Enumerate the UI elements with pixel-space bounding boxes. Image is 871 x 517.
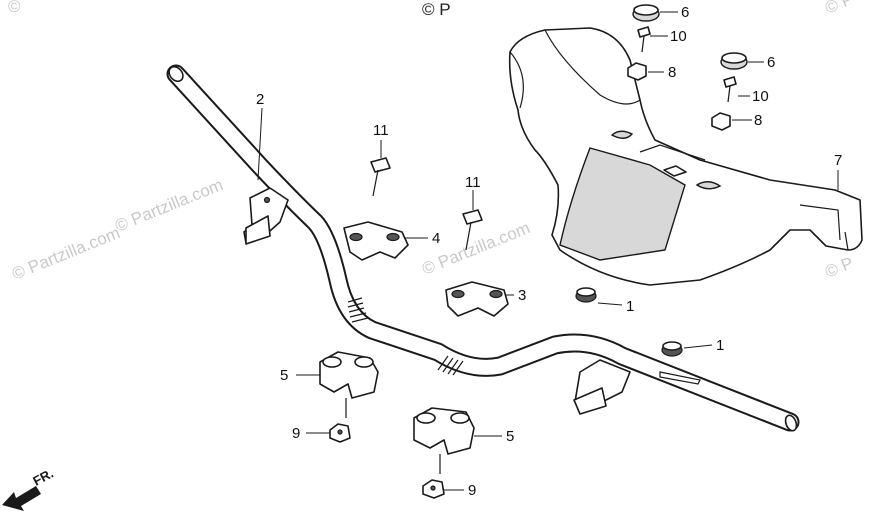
upper-holder-top [343, 221, 409, 261]
collar-8-top [627, 62, 647, 81]
grommet-1-upper [575, 287, 597, 303]
callout-10-top: 10 [670, 28, 687, 45]
callout-7: 7 [834, 152, 842, 169]
cap-6-top [632, 4, 660, 22]
callout-9-right: 9 [468, 482, 476, 499]
callout-6-top: 6 [681, 4, 689, 21]
callout-8-top: 8 [668, 64, 676, 81]
knurled-band-right [437, 355, 464, 376]
handlebar-cover [508, 27, 863, 286]
callout-11-left: 11 [373, 122, 389, 139]
callout-4: 4 [432, 230, 440, 247]
watermark-mid-left: © Partzilla.com [112, 175, 225, 236]
nut-9-left [329, 423, 351, 443]
arrow-down-left-icon [2, 486, 41, 511]
handlebar-right-clamp [573, 359, 701, 415]
callout-11-right: 11 [465, 174, 481, 191]
handlebar-left-bracket [243, 187, 289, 245]
lower-holder-left [319, 351, 379, 418]
front-direction-indicator: FR. [2, 466, 56, 511]
grommet-1-lower [661, 341, 683, 357]
front-label: FR. [30, 466, 56, 489]
cap-6-right [720, 52, 748, 70]
callout-2: 2 [256, 91, 264, 108]
watermark-center: © Partzilla.com [419, 218, 532, 279]
lower-holder-right [413, 407, 475, 474]
watermark-left: © Partzilla.com [9, 223, 122, 284]
nut-9-right [422, 479, 445, 499]
callout-6-right: 6 [767, 54, 775, 71]
screw-10-top [637, 26, 651, 53]
handlebar [166, 64, 800, 432]
copyright-notice: © P [422, 0, 451, 19]
watermark-right-top: © P [822, 0, 856, 18]
callout-5-left: 5 [280, 367, 288, 384]
bolt-11-left [370, 157, 391, 197]
knurled-band-left [347, 297, 369, 323]
watermark-top-left: © [8, 0, 21, 16]
callout-5-right: 5 [506, 428, 514, 445]
callout-10-right: 10 [752, 88, 769, 105]
collar-8-right [711, 112, 731, 131]
callout-9-left: 9 [292, 425, 300, 442]
callout-1-lower: 1 [716, 337, 724, 354]
callout-8-right: 8 [754, 112, 762, 129]
screw-10-right [723, 76, 737, 103]
leader-lines [257, 11, 839, 491]
upper-holder [445, 281, 509, 317]
callout-1-upper: 1 [626, 298, 634, 315]
callout-labels: 2 11 11 4 3 1 1 5 5 9 9 6 10 8 6 10 8 7 [256, 4, 842, 499]
watermark-right-mid: © P [822, 253, 856, 281]
callout-3: 3 [518, 287, 526, 304]
bolt-11-right [462, 209, 483, 251]
